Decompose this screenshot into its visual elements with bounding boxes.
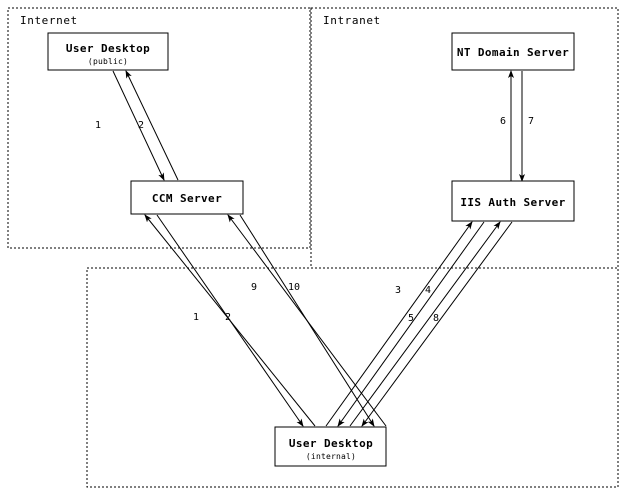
node-ccm-server-title: CCM Server: [152, 192, 222, 205]
flow-4-line: [337, 221, 485, 427]
flow-9-label: 9: [251, 282, 257, 293]
node-user-desktop-public-box[interactable]: [47, 32, 169, 71]
flow-1-line: [112, 70, 165, 181]
flow-2b-internal-to-ccm: 2: [144, 214, 316, 427]
flow-5-label: 5: [408, 313, 414, 324]
node-nt-domain-server-title: NT Domain Server: [457, 46, 569, 59]
zone-intranet-label: Intranet: [323, 14, 381, 27]
node-iis-auth-server-title: IIS Auth Server: [460, 196, 565, 209]
node-iis-auth-server[interactable]: IIS Auth Server: [451, 180, 575, 222]
flow-1-label: 1: [95, 120, 101, 131]
node-user-desktop-public-subtitle: (public): [88, 57, 128, 66]
zone-internal-network: [86, 267, 619, 488]
flow-1b-label: 1: [193, 312, 199, 323]
flow-4-iis-to-internal: 4: [337, 221, 485, 427]
node-ccm-server-box[interactable]: [130, 180, 244, 215]
node-iis-auth-server-box[interactable]: [451, 180, 575, 222]
node-ccm-server[interactable]: CCM Server: [130, 180, 244, 215]
flow-10-internal-to-ccm: 10: [227, 214, 387, 427]
flow-2-line: [125, 70, 179, 181]
flow-3-line: [325, 221, 473, 427]
flow-1-public-to-ccm: 1: [95, 70, 165, 181]
zone-internal-border: [86, 267, 619, 488]
flow-2-label: 2: [138, 120, 144, 131]
flow-6-iis-to-nt: 6: [500, 70, 514, 181]
flow-2b-line: [144, 214, 316, 427]
flow-3-internal-to-iis: 3: [325, 221, 473, 427]
flow-8-label: 8: [433, 313, 439, 324]
flow-3-label: 3: [395, 285, 401, 296]
zone-internet-border: [7, 7, 311, 249]
node-user-desktop-internal-title: User Desktop: [289, 437, 373, 450]
flow-5-line: [349, 221, 501, 427]
flow-7-label: 7: [528, 116, 534, 127]
node-nt-domain-server-box[interactable]: [451, 32, 575, 71]
flow-10-line: [227, 214, 387, 427]
node-user-desktop-public-title: User Desktop: [66, 42, 150, 55]
node-user-desktop-internal[interactable]: User Desktop (internal): [274, 426, 387, 467]
flow-6-label: 6: [500, 116, 506, 127]
flow-7-nt-to-iis: 7: [519, 71, 534, 182]
flow-4-label: 4: [425, 285, 431, 296]
node-user-desktop-internal-box[interactable]: [274, 426, 387, 467]
flow-8-iis-to-internal: 8: [361, 221, 513, 427]
flow-8-line: [361, 221, 513, 427]
node-user-desktop-internal-subtitle: (internal): [306, 452, 356, 461]
node-nt-domain-server[interactable]: NT Domain Server: [451, 32, 575, 71]
zone-internet-label: Internet: [20, 14, 78, 27]
flow-2b-label: 2: [225, 312, 231, 323]
flow-10-label: 10: [288, 282, 300, 293]
node-user-desktop-public[interactable]: User Desktop (public): [47, 32, 169, 71]
zone-internet: Internet: [7, 7, 311, 249]
flow-5-internal-to-iis: 5: [349, 221, 501, 427]
flow-2-ccm-to-public: 2: [125, 70, 179, 181]
